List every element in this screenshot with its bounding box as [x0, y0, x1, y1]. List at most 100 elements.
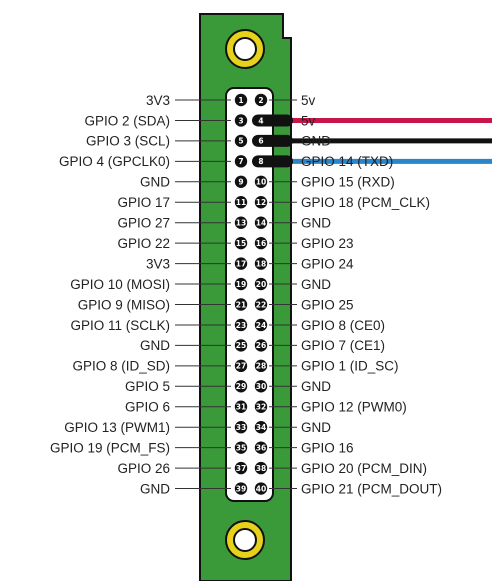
pin-34-marker	[254, 421, 268, 434]
pin-3-number: 3	[238, 116, 243, 125]
pin-15-label: GPIO 22	[117, 236, 170, 251]
pin-37-number: 37	[236, 464, 246, 473]
pin-22-marker	[254, 298, 268, 311]
pin-5-label: GPIO 3 (SCL)	[86, 134, 170, 149]
pin-25-marker	[234, 339, 248, 352]
pin-31-number: 31	[236, 403, 246, 412]
mounting-hole-icon	[225, 520, 265, 560]
pin-30-marker	[254, 380, 268, 393]
pin-38-marker	[254, 461, 268, 475]
pin-21-marker	[234, 298, 248, 311]
pin-2-number: 2	[258, 96, 263, 105]
jumper-wire-5v	[252, 114, 492, 127]
pin-24-label: GPIO 8 (CE0)	[301, 318, 385, 333]
pin-15-number: 15	[236, 239, 246, 248]
pin-13-number: 13	[236, 219, 246, 228]
pin-17-label: 3V3	[146, 256, 170, 271]
pin-35-label: GPIO 19 (PCM_FS)	[50, 440, 170, 455]
pin-16-label: GPIO 23	[301, 236, 354, 251]
pin-20-label: GND	[301, 277, 331, 292]
pin-4-number: 4	[258, 116, 263, 125]
pin-3-marker	[234, 114, 248, 127]
pin-28-label: GPIO 1 (ID_SC)	[301, 359, 399, 374]
pin-32-number: 32	[256, 403, 266, 412]
pin-40-number: 40	[256, 484, 266, 493]
pin-25-label: GND	[140, 338, 170, 353]
pin-20-number: 20	[256, 280, 266, 289]
pin-24-number: 24	[256, 321, 266, 330]
pin-5-marker	[234, 134, 248, 148]
pin-35-marker	[234, 441, 248, 454]
pin-31-label: GPIO 6	[125, 400, 170, 415]
pin-23-number: 23	[236, 321, 246, 330]
pin-8-number: 8	[258, 157, 263, 166]
pin-27-number: 27	[236, 362, 246, 371]
pin-27-label: GPIO 8 (ID_SD)	[72, 359, 170, 374]
pin-14-number: 14	[256, 219, 266, 228]
pin-23-label: GPIO 11 (SCLK)	[70, 318, 170, 333]
pin-34-label: GND	[301, 420, 331, 435]
jumper-wire-gnd	[252, 134, 492, 147]
pin-6-number: 6	[258, 137, 263, 146]
pin-4-label: 5v	[301, 113, 316, 128]
pin-17-number: 17	[236, 259, 246, 268]
pin-9-label: GND	[140, 175, 170, 190]
pin-37-label: GPIO 26	[117, 461, 170, 476]
pin-37-marker	[234, 461, 248, 475]
pin-22-label: GPIO 25	[301, 297, 354, 312]
pin-29-number: 29	[236, 382, 246, 391]
mounting-hole-icon	[225, 29, 265, 69]
pin-10-label: GPIO 15 (RXD)	[301, 175, 395, 190]
pin-36-label: GPIO 16	[301, 440, 354, 455]
pin-31-marker	[234, 400, 248, 413]
pin-18-number: 18	[256, 259, 266, 268]
jumper-wire-txd	[252, 155, 492, 168]
pin-38-label: GPIO 20 (PCM_DIN)	[301, 461, 427, 476]
pin-1-label: 3V3	[146, 93, 170, 108]
pin-22-number: 22	[256, 300, 266, 309]
pin-19-marker	[234, 277, 248, 291]
pin-36-marker	[254, 441, 268, 454]
pin-23-marker	[234, 318, 248, 332]
pin-13-label: GPIO 27	[117, 216, 170, 231]
pin-14-label: GND	[301, 216, 331, 231]
pin-18-label: GPIO 24	[301, 256, 354, 271]
pin-1-number: 1	[238, 96, 243, 105]
pin-38-number: 38	[256, 464, 266, 473]
pin-11-marker	[234, 196, 248, 209]
pin-18-marker	[254, 257, 268, 270]
pin-39-marker	[234, 482, 248, 495]
pin-17-marker	[234, 257, 248, 270]
pin-39-number: 39	[236, 484, 246, 493]
pin-16-marker	[254, 236, 268, 250]
pin-33-label: GPIO 13 (PWM1)	[64, 420, 170, 435]
pin-9-marker	[234, 175, 248, 188]
pin-19-label: GPIO 10 (MOSI)	[70, 277, 170, 292]
pin-10-number: 10	[256, 178, 266, 187]
pin-21-number: 21	[236, 300, 246, 309]
pin-12-label: GPIO 18 (PCM_CLK)	[301, 195, 430, 210]
pin-7-label: GPIO 4 (GPCLK0)	[59, 154, 170, 169]
pin-20-marker	[254, 277, 268, 291]
pin-3-label: GPIO 2 (SDA)	[84, 113, 170, 128]
pin-12-number: 12	[256, 198, 266, 207]
pin-7-number: 7	[238, 157, 243, 166]
pin-8-label: GPIO 14 (TXD)	[301, 154, 393, 169]
pin-29-marker	[234, 380, 248, 393]
pin-34-number: 34	[256, 423, 266, 432]
pin-10-marker	[254, 175, 268, 188]
pin-36-number: 36	[256, 443, 266, 452]
pin-14-marker	[254, 216, 268, 229]
pin-26-marker	[254, 339, 268, 352]
pin-27-marker	[234, 359, 248, 373]
pin-26-label: GPIO 7 (CE1)	[301, 338, 385, 353]
pin-33-marker	[234, 421, 248, 434]
pin-28-marker	[254, 359, 268, 373]
pin-21-label: GPIO 9 (MISO)	[78, 297, 170, 312]
pin-7-marker	[234, 155, 248, 168]
pin-35-number: 35	[236, 443, 246, 452]
pin-30-number: 30	[256, 382, 266, 391]
pin-1-marker	[234, 93, 248, 107]
pin-11-number: 11	[236, 198, 246, 207]
